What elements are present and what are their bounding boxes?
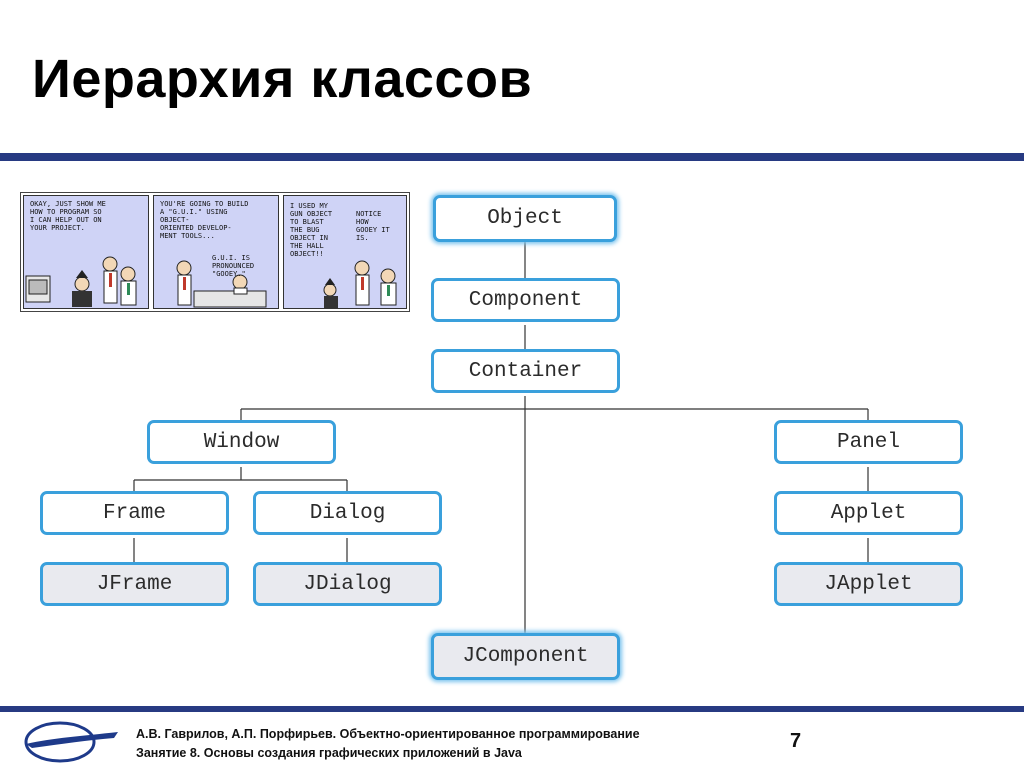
footer-line-2: Занятие 8. Основы создания графических п… bbox=[136, 746, 522, 760]
comic-panel-2: YOU'RE GOING TO BUILD A "G.U.I." USING O… bbox=[153, 195, 279, 309]
node-frame: Frame bbox=[40, 491, 229, 535]
node-container: Container bbox=[431, 349, 620, 393]
comic-strip: OKAY, JUST SHOW ME HOW TO PROGRAM SO I C… bbox=[20, 192, 410, 312]
comic-panel-2-reply: G.U.I. IS PRONOUNCED "GOOEY." bbox=[212, 254, 255, 278]
slide-title: Иерархия классов bbox=[32, 49, 533, 109]
node-window: Window bbox=[147, 420, 336, 464]
university-logo bbox=[24, 721, 118, 763]
top-divider bbox=[0, 153, 1024, 161]
node-jframe: JFrame bbox=[40, 562, 229, 606]
page-number: 7 bbox=[790, 730, 802, 752]
node-object: Object bbox=[433, 195, 617, 242]
node-japplet: JApplet bbox=[774, 562, 963, 606]
node-applet: Applet bbox=[774, 491, 963, 535]
bottom-divider bbox=[0, 706, 1024, 712]
footer-line-1: А.В. Гаврилов, А.П. Порфирьев. Объектно-… bbox=[136, 727, 640, 741]
comic-panel-3-speech: I USED MY GUN OBJECT TO BLAST THE BUG OB… bbox=[290, 202, 333, 258]
node-component: Component bbox=[431, 278, 620, 322]
node-jdialog: JDialog bbox=[253, 562, 442, 606]
node-jcomponent: JComponent bbox=[431, 633, 620, 680]
comic-panel-3-reply: NOTICE HOW GOOEY IT IS. bbox=[356, 210, 390, 242]
comic-panel-3: I USED MY GUN OBJECT TO BLAST THE BUG OB… bbox=[283, 195, 407, 309]
footer-caption: А.В. Гаврилов, А.П. Порфирьев. Объектно-… bbox=[136, 725, 640, 763]
comic-panel-1: OKAY, JUST SHOW ME HOW TO PROGRAM SO I C… bbox=[23, 195, 149, 309]
node-dialog: Dialog bbox=[253, 491, 442, 535]
node-panel: Panel bbox=[774, 420, 963, 464]
comic-panel-2-speech: YOU'RE GOING TO BUILD A "G.U.I." USING O… bbox=[160, 200, 249, 240]
comic-panel-1-speech: OKAY, JUST SHOW ME HOW TO PROGRAM SO I C… bbox=[30, 200, 106, 232]
